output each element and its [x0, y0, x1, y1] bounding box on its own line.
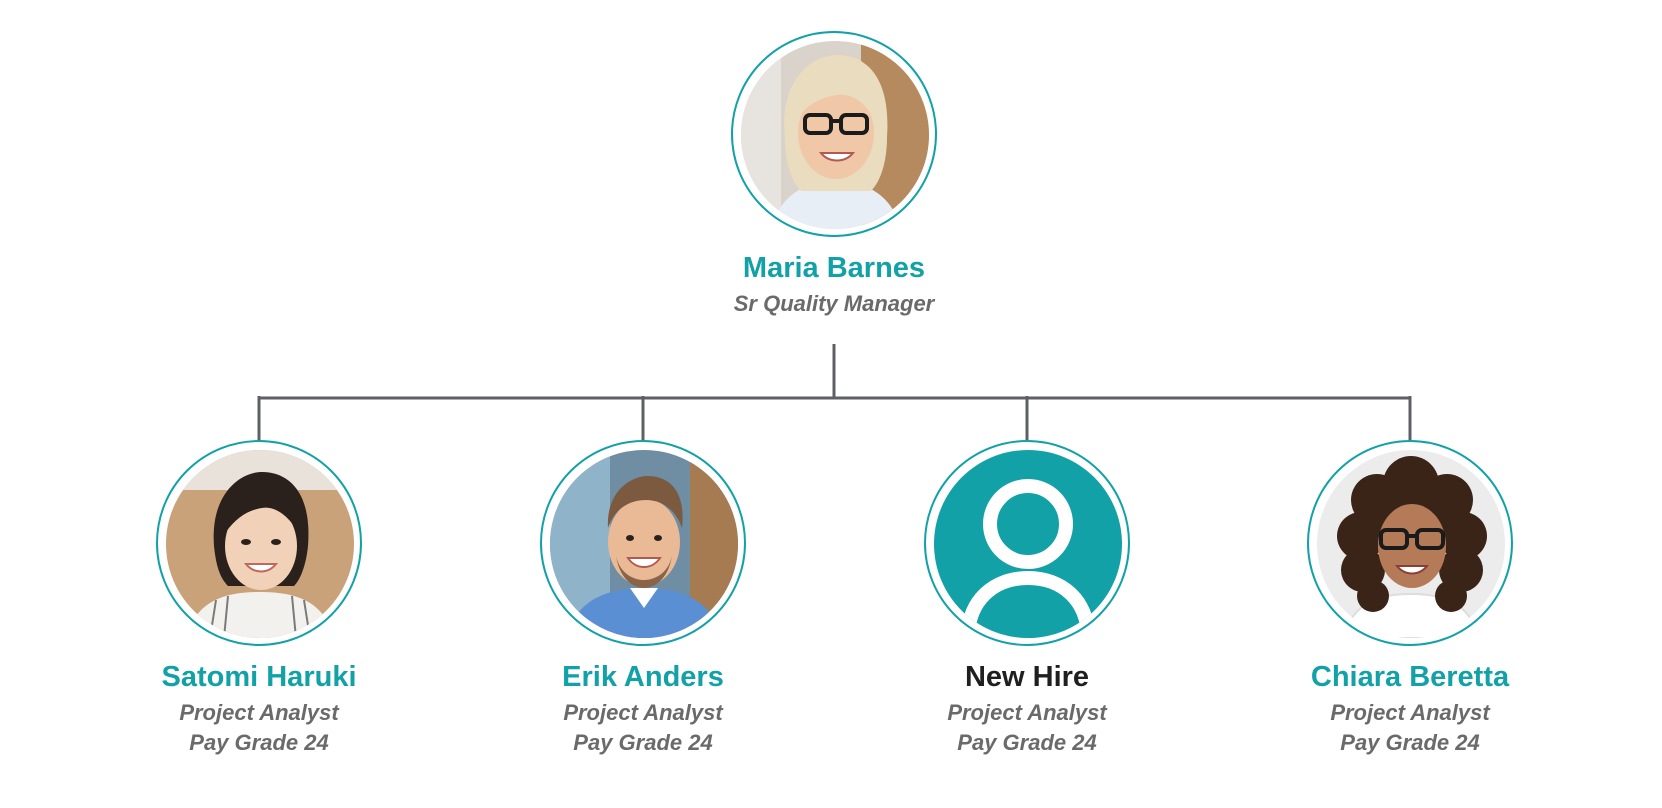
report-title: Project Analyst — [947, 700, 1107, 725]
photo-man-blue-shirt-icon — [540, 440, 746, 646]
report-pay-grade: Pay Grade 24 — [189, 730, 329, 755]
manager-name: Maria Barnes — [742, 252, 926, 284]
report-title: Project Analyst — [179, 700, 339, 725]
report-pay-grade: Pay Grade 24 — [957, 730, 1097, 755]
photo-woman-dark-hair-icon — [156, 440, 362, 646]
report-name: Erik Anders — [562, 661, 724, 693]
photo-woman-blonde-glasses-icon — [731, 31, 937, 237]
user-placeholder-icon — [924, 440, 1130, 646]
report-name: Satomi Haruki — [161, 661, 357, 693]
report-pay-grade: Pay Grade 24 — [573, 730, 713, 755]
report-name: New Hire — [964, 661, 1090, 693]
photo-woman-curly-hair-glasses-icon — [1307, 440, 1513, 646]
manager-title: Sr Quality Manager — [733, 291, 935, 316]
report-pay-grade: Pay Grade 24 — [1340, 730, 1480, 755]
report-name: Chiara Beretta — [1310, 661, 1510, 693]
report-title: Project Analyst — [563, 700, 723, 725]
report-title: Project Analyst — [1330, 700, 1490, 725]
